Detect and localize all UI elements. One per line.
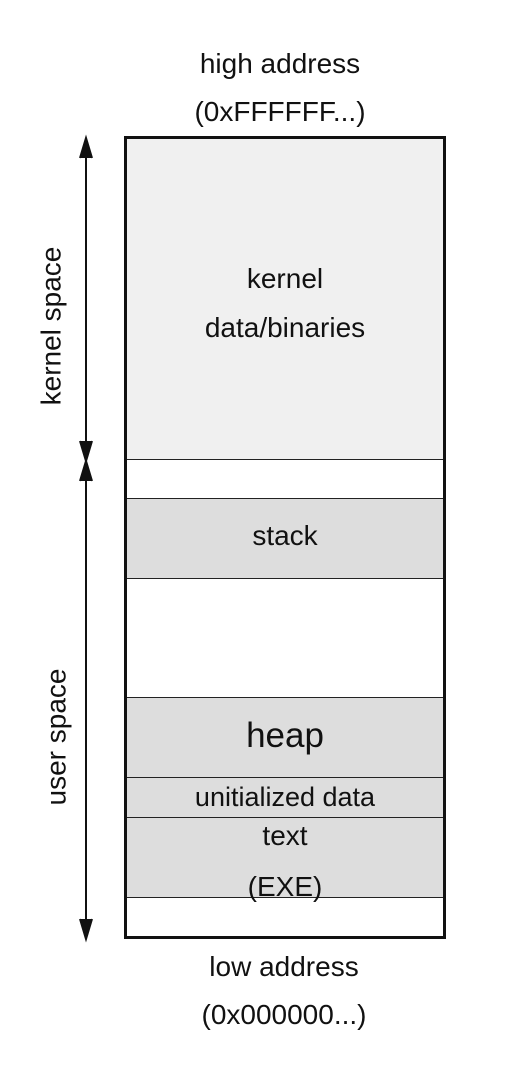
uninitialized-data-segment: unitialized data bbox=[127, 777, 443, 818]
kernel-space-label: kernel space bbox=[35, 246, 67, 406]
low-address-value: (0x000000...) bbox=[201, 999, 367, 1030]
uninitialized-data-label: unitialized data bbox=[194, 782, 376, 812]
kernel-segment-label: kernel bbox=[246, 263, 324, 294]
user-space-label: user space bbox=[40, 668, 72, 806]
text-segment-label: text bbox=[262, 820, 308, 851]
kernel-segment: kernel data/binaries bbox=[127, 139, 443, 460]
low-address-label: low address bbox=[209, 951, 359, 982]
high-address-label: high address bbox=[199, 48, 361, 79]
user-space-arrow bbox=[79, 457, 93, 943]
text-segment-sublabel: (EXE) bbox=[247, 871, 323, 902]
heap-segment-label: heap bbox=[246, 716, 324, 755]
text-segment: text (EXE) bbox=[127, 817, 443, 902]
stack-segment: stack bbox=[127, 498, 443, 579]
kernel-segment-sublabel: data/binaries bbox=[204, 312, 366, 343]
memory-layout-box: kernel data/binaries stack heap unitiali… bbox=[124, 136, 446, 939]
kernel-space-arrow bbox=[79, 134, 93, 465]
stack-segment-label: stack bbox=[252, 520, 318, 551]
high-address-value: (0xFFFFFF...) bbox=[194, 96, 366, 127]
heap-segment: heap bbox=[127, 697, 443, 778]
